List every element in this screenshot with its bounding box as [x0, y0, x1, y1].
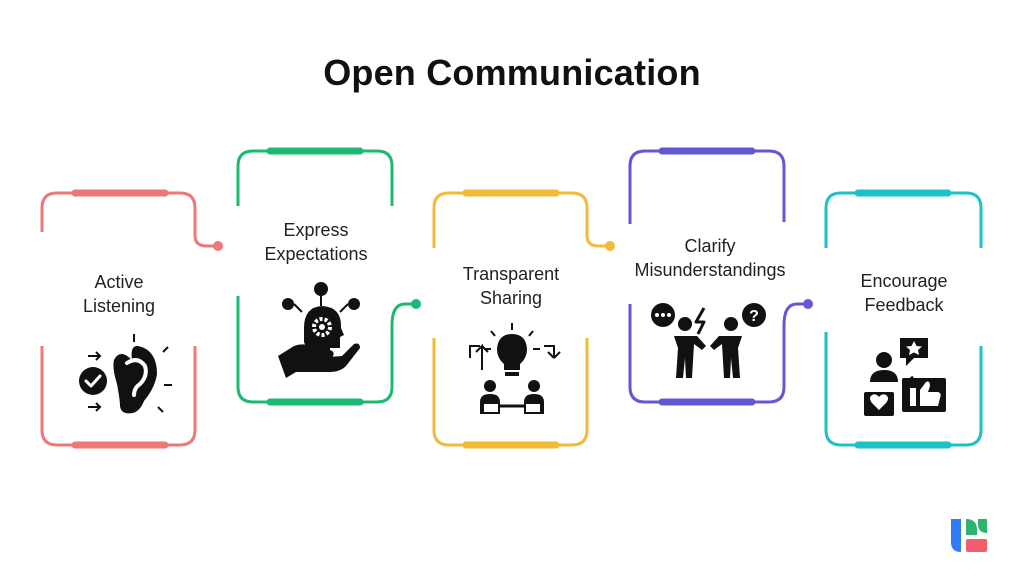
ear-listening-icon	[79, 334, 172, 414]
step-label-line2: Expectations	[264, 244, 368, 264]
card-frame-top	[236, 149, 394, 206]
card-express-expectations	[236, 147, 421, 406]
people-discussion-icon: ?	[651, 303, 766, 378]
step-label-line2: Sharing	[479, 288, 543, 308]
feedback-rating-icon	[864, 338, 946, 416]
step-label-line2: Feedback	[864, 295, 944, 315]
card-frame-top	[824, 191, 983, 248]
step-label-line1: Express	[283, 220, 349, 240]
card-clarify-misunderstandings: ?	[628, 147, 813, 406]
brand-logo-icon	[951, 519, 987, 552]
card-encourage-feedback	[824, 189, 983, 449]
card-frame-top	[40, 191, 215, 248]
step-label-line1: Encourage	[860, 271, 948, 291]
card-frame-top	[432, 191, 607, 248]
lightbulb-meeting-icon	[469, 323, 561, 414]
step-label-line1: Transparent	[462, 264, 560, 284]
step-label-encourage-feedback: Encourage Feedback	[829, 269, 979, 317]
card-frame-bottom	[236, 296, 413, 404]
step-label-express-expectations: Express Expectations	[241, 218, 391, 266]
svg-text:?: ?	[749, 308, 759, 325]
connector-dot	[803, 299, 813, 309]
card-frame-top	[628, 149, 786, 224]
step-label-clarify-misunderstandings: Clarify Misunderstandings	[624, 234, 796, 282]
connector-dot	[605, 241, 615, 251]
connector-dot	[411, 299, 421, 309]
step-label-line1: Clarify	[684, 236, 736, 256]
step-label-transparent-sharing: Transparent Sharing	[436, 262, 586, 310]
connector-dot	[213, 241, 223, 251]
step-label-line2: Listening	[82, 296, 156, 316]
card-transparent-sharing	[432, 189, 615, 449]
card-frame-bottom	[628, 302, 805, 404]
step-label-line2: Misunderstandings	[634, 260, 786, 280]
head-gear-hand-icon	[278, 282, 360, 378]
step-label-line1: Active	[94, 272, 144, 292]
card-active-listening	[40, 189, 223, 449]
page-title: Open Communication	[323, 52, 701, 93]
step-label-active-listening: Active Listening	[44, 270, 194, 318]
